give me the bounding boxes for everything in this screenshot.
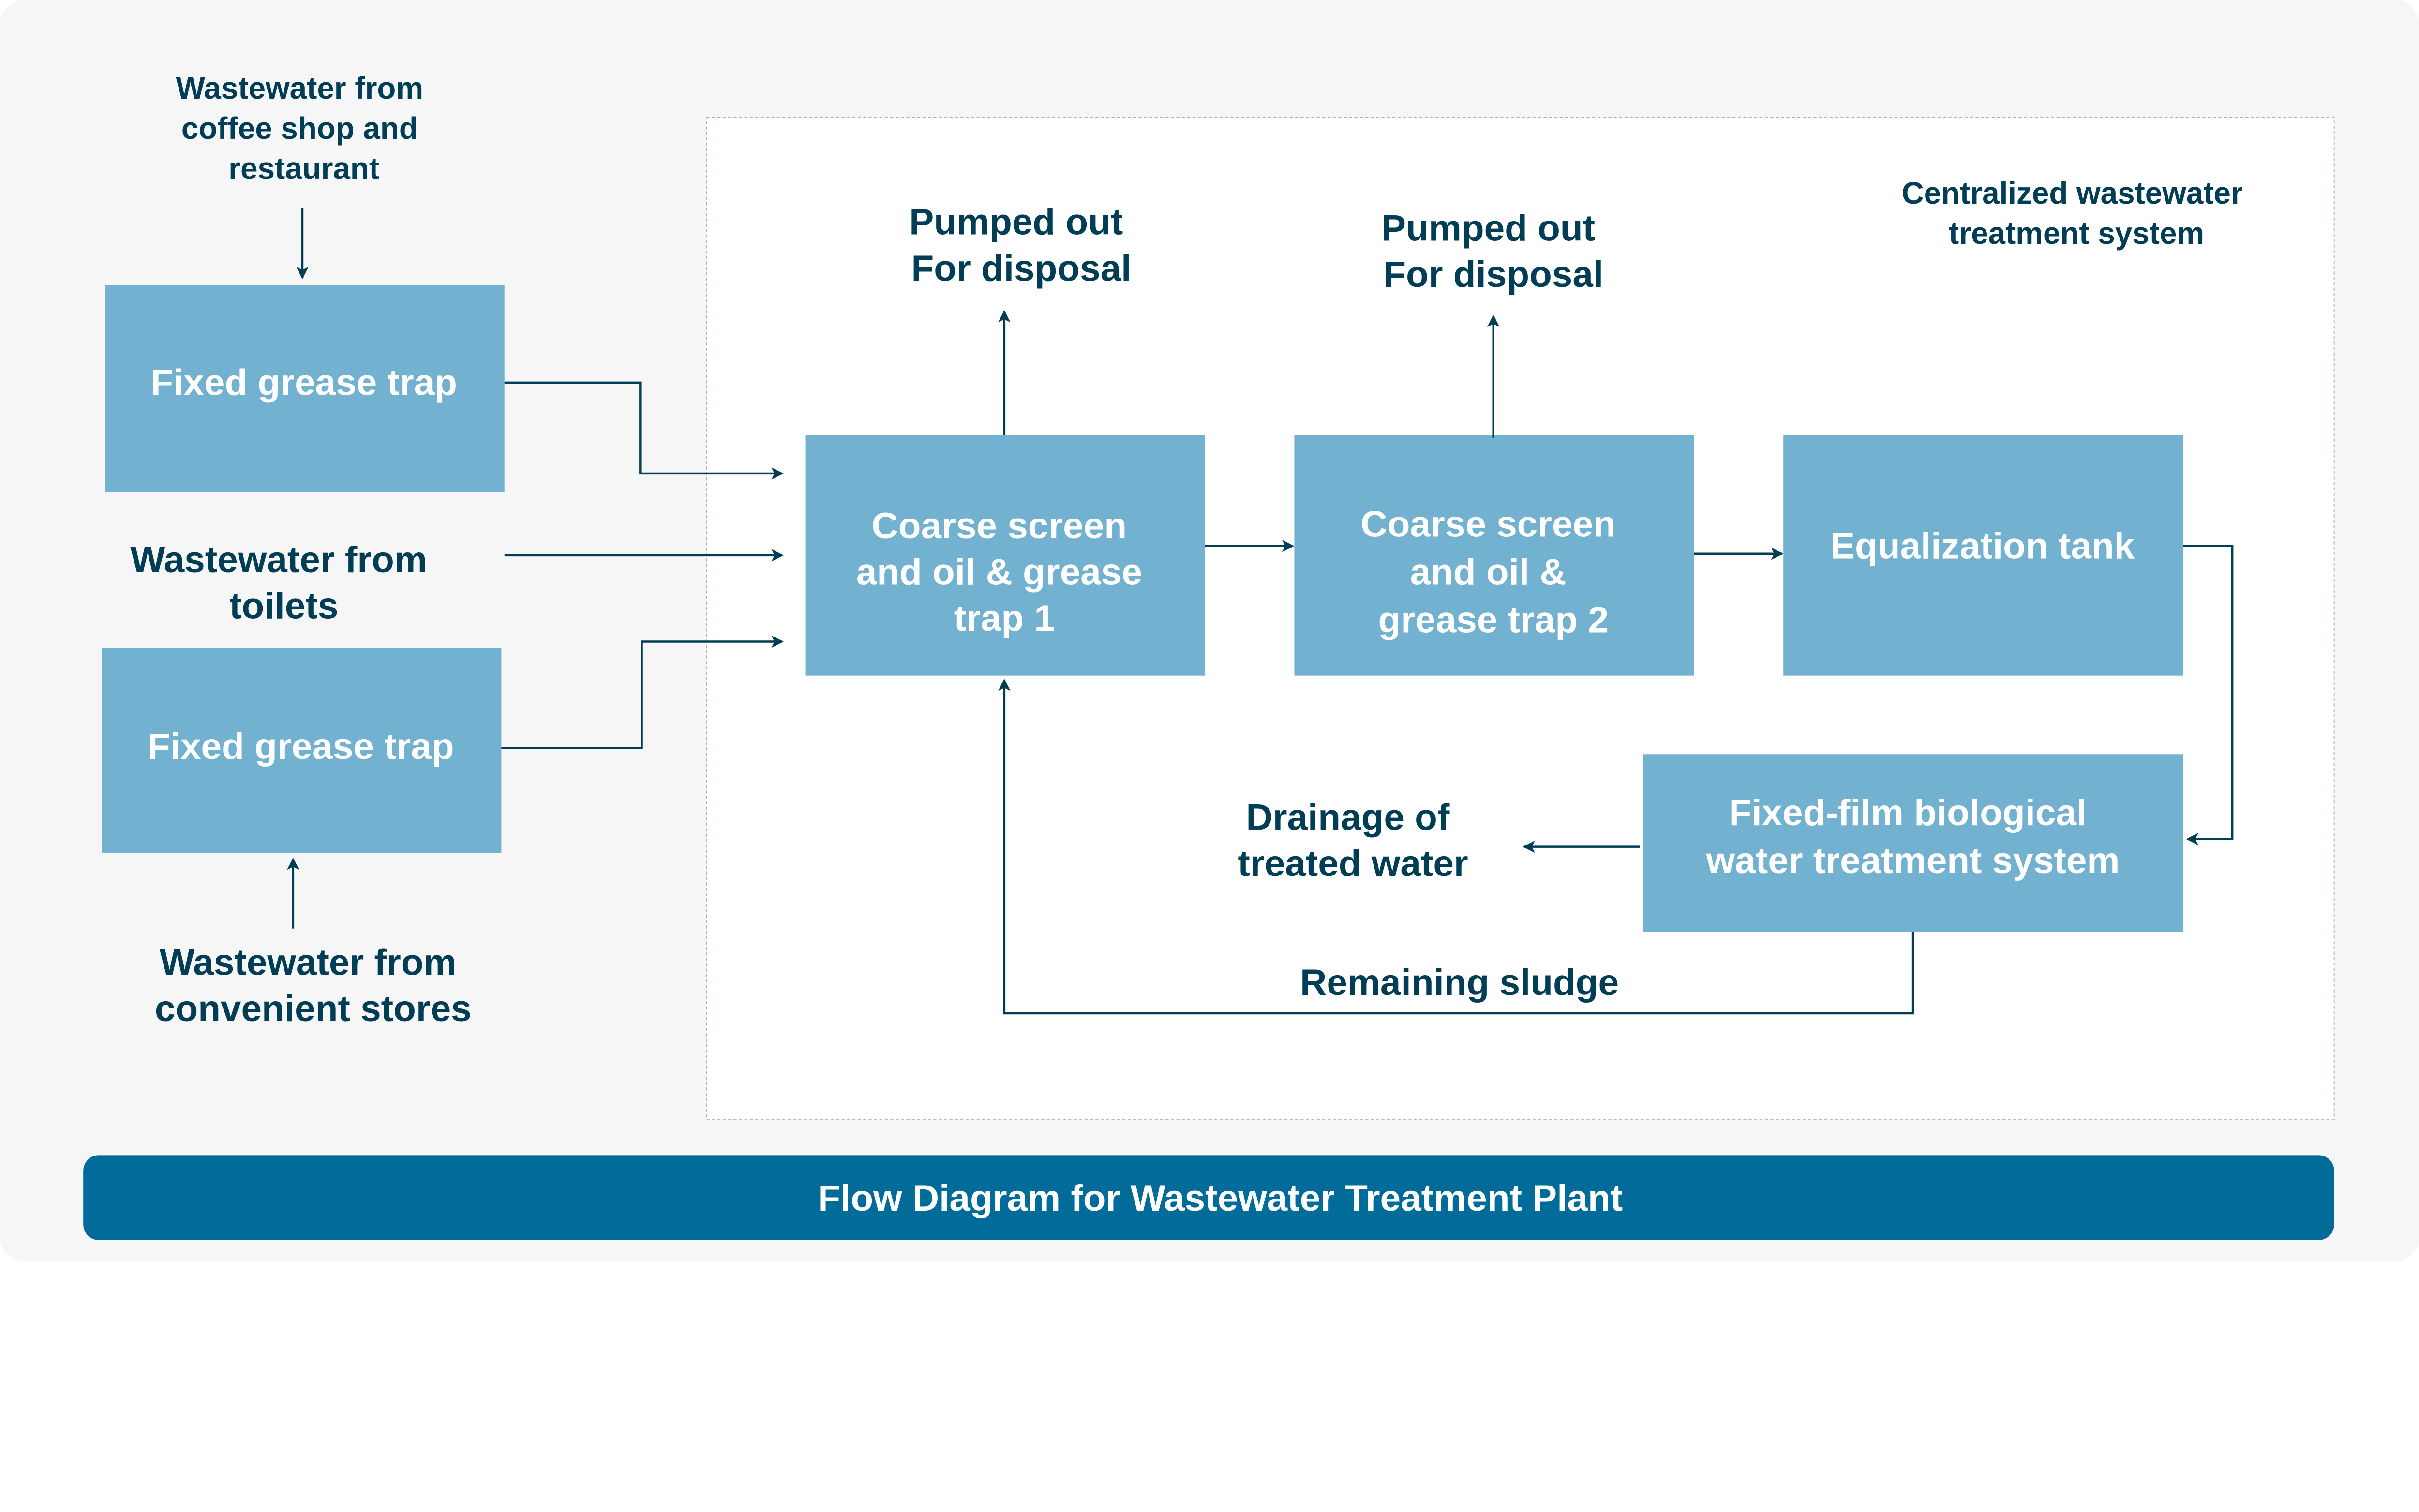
diagram-title: Flow Diagram for Wastewater Treatment Pl… [818, 1178, 1623, 1219]
svg-text:Fixed-film biological wa: Fixed-film biological water treatment sy… [1706, 792, 2120, 881]
arrow-equalization-to-biological [2183, 545, 2234, 845]
arrow-sludge-return [998, 679, 1914, 1015]
source-convenient-stores: Wastewater from convenient stores [155, 942, 472, 1029]
box-coarse-screen-1: Coarse screen and oil & grease trap 1 [805, 435, 1205, 676]
svg-text:Equalization tank: Equalization tank [1830, 525, 2135, 566]
source-toilets: Wastewater from toilets [130, 539, 437, 627]
output-pumped-out-2: Pumped out For disposal [1381, 208, 1605, 295]
svg-text:Coarse screen and oil &: Coarse screen and oil & grease trap 1 [856, 505, 1152, 639]
flow-diagram: Centralized wastewater treatment system … [83, 71, 2335, 1240]
label-remaining-sludge: Remaining sludge [1300, 962, 1619, 1003]
svg-text:Fixed grease trap: Fixed grease trap [150, 362, 457, 403]
box-equalization-tank: Equalization tank [1783, 435, 2183, 676]
system-label: Centralized wastewater treatment system [1902, 176, 2252, 251]
output-pumped-out-1: Pumped out For disposal [909, 202, 1133, 289]
flow-arrows [287, 208, 2234, 1015]
box-fixed-grease-trap-2: Fixed grease trap [102, 648, 502, 853]
source-coffee-shop: Wastewater from coffee shop and restaura… [176, 71, 432, 186]
box-fixed-film-biological: Fixed-film biological water treatment sy… [1643, 754, 2183, 932]
arrow-trap2-to-coarse1 [501, 635, 784, 749]
box-coarse-screen-2: Coarse screen and oil & grease trap 2 [1294, 435, 1694, 676]
svg-text:Coarse screen and oil &: Coarse screen and oil & grease trap 2 [1360, 504, 1626, 641]
title-bar: Flow Diagram for Wastewater Treatment Pl… [83, 1155, 2334, 1240]
svg-text:Fixed grease trap: Fixed grease trap [148, 726, 454, 767]
output-drainage: Drainage of treated water [1238, 797, 1468, 885]
arrow-trap1-to-coarse1 [504, 381, 784, 480]
box-fixed-grease-trap-1: Fixed grease trap [105, 285, 505, 492]
